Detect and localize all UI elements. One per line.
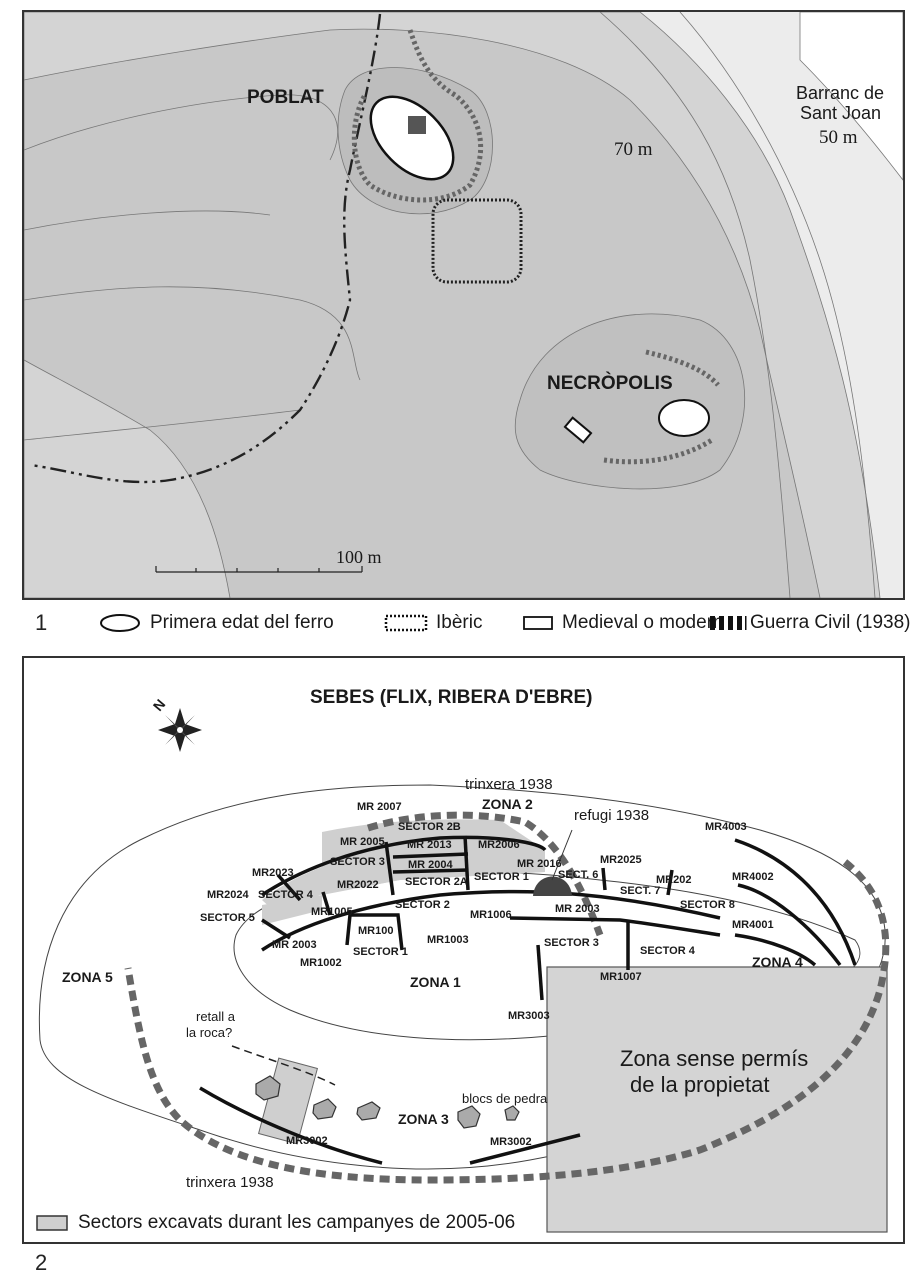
necropolis-medieval-rect [563,416,593,444]
wall-mr2004-label: MR 2004 [408,859,453,871]
zona-3-label: ZONA 3 [398,1111,449,1127]
wall-mr2024-label: MR2024 [207,889,249,901]
no-permit-label-2: de la propietat [630,1072,770,1097]
sector-2-label: SECTOR 2 [395,899,450,911]
sector-3-lower-label: SECTOR 3 [544,937,599,949]
barranc-area [799,12,903,181]
sector-2b-label: SECTOR 2B [398,821,461,833]
map1-frame [22,10,905,600]
iberic-dotted-area [431,198,523,284]
ellipse-icon [100,614,140,632]
no-permit-label-1: Zona sense permís [620,1046,809,1071]
sector-4-lower-label: SECTOR 4 [640,945,695,957]
retall-dashed-line [231,1045,336,1086]
contour-70-label: 70 m [614,139,653,160]
refugi-label: refugi 1938 [574,807,650,824]
wall-mr2006-label: MR2006 [478,839,520,851]
poblat-medieval-square [408,116,426,134]
map1-drawing [24,12,903,598]
sector-5-label: SECTOR 5 [200,912,255,924]
wall-mr202-label: MR202 [656,874,692,886]
sector-1-upper-label: SECTOR 1 [474,871,529,883]
figure-number-2: 2 [35,1250,48,1275]
wall-mr2025-label: MR2025 [600,854,642,866]
scale-bar [155,566,363,573]
refugi-dome [533,876,572,896]
wall-mr4003-label: MR4003 [705,821,747,833]
poblat-iron-age-ellipse [369,95,455,181]
trench-1938-top-label: trinxera 1938 [465,776,553,793]
necropolis-iron-age-ellipse [658,399,710,437]
trench-1938-top [366,811,604,937]
legend-civil-war-label: Guerra Civil (1938) [750,612,911,633]
zona-1-label: ZONA 1 [410,974,461,990]
wall-mr2016-label: MR 2016 [517,858,562,870]
north-arrow-icon [158,708,202,752]
wall-mr2013-label: MR 2013 [407,839,452,851]
legend-civil-war: Guerra Civil (1938) [708,612,911,634]
wall-mr1005-label: MR1005 [311,906,353,918]
wall-mr2022-label: MR2022 [337,879,379,891]
scale-label: 100 m [336,547,382,567]
retall-label-2: la roca? [186,1025,233,1040]
barranc-label: Barranc de [796,83,885,103]
wall-mr1002-label: MR1002 [300,957,342,969]
wall-mr3002-west-label: MR3002 [286,1135,328,1147]
legend-iron-age: Primera edat del ferro [98,612,334,634]
zona-4-label: ZONA 4 [752,954,803,970]
zona-2-label: ZONA 2 [482,796,533,812]
wall-mr2023-label: MR2023 [252,867,294,879]
civil-war-trench-poblat [351,29,484,203]
trench-1938-bottom-label: trinxera 1938 [186,1174,274,1191]
wall-mr1003-label: MR1003 [427,934,469,946]
figure-number-1: 1 [35,610,48,635]
retall-label-1: retall a [196,1009,236,1024]
wall-mr2003-center-label: MR 2003 [555,903,600,915]
sector-8-label: SECTOR 8 [680,899,735,911]
sector-3-upper-label: SECTOR 3 [330,856,385,868]
wall-mr100-label: MR100 [358,925,394,937]
hatch-icon [710,616,747,630]
wall-mr1006-label: MR1006 [470,909,512,921]
legend-iberic: Ibèric [384,612,482,634]
wall-mr2005-label: MR 2005 [340,836,385,848]
contour-50-label: 50 m [819,127,858,148]
grey-box-icon [36,1215,68,1231]
barranc-label-2: Sant Joan [800,103,882,123]
wall-mr1007-label: MR1007 [600,971,642,983]
zona-5-label: ZONA 5 [62,969,113,985]
necropolis-label: NECRÒPOLIS [547,373,673,394]
wall-mr2003-west-label: MR 2003 [272,939,317,951]
sector-2a-label: SECTOR 2A [405,876,468,888]
dotted-rect-icon [384,614,428,632]
legend-iberic-label: Ibèric [436,612,483,633]
wall-lines [199,835,857,1165]
legend-medieval-label: Medieval o modern [562,612,724,633]
sector-7-label: SECT. 7 [620,885,661,897]
stone-blocks [255,1075,520,1129]
sector-6-label: SECT. 6 [558,869,599,881]
wall-mr2007-label: MR 2007 [357,801,402,813]
civil-war-trench-necropolis [645,349,720,387]
sector-1-lower-label: SECTOR 1 [353,946,408,958]
rect-icon [523,616,553,630]
legend-excavated-label: Sectors excavats durant les campanyes de… [78,1212,516,1233]
wall-mr4001-label: MR4001 [732,919,774,931]
wall-mr4002-label: MR4002 [732,871,774,883]
map2-frame [22,656,905,1244]
legend-excavated: Sectors excavats durant les campanyes de… [36,1212,515,1234]
no-permit-zone [546,966,888,1233]
sector-4-upper-label: SECTOR 4 [258,889,313,901]
legend-medieval: Medieval o modern [522,612,724,634]
wall-mr3002-east-label: MR3002 [490,1136,532,1148]
poblat-label: POBLAT [247,87,324,108]
blocs-label: blocs de pedra [462,1091,548,1106]
map2-title: SEBES (FLIX, RIBERA D'EBRE) [310,687,593,708]
legend-iron-age-label: Primera edat del ferro [150,612,334,633]
wall-mr3003-label: MR3003 [508,1010,550,1022]
